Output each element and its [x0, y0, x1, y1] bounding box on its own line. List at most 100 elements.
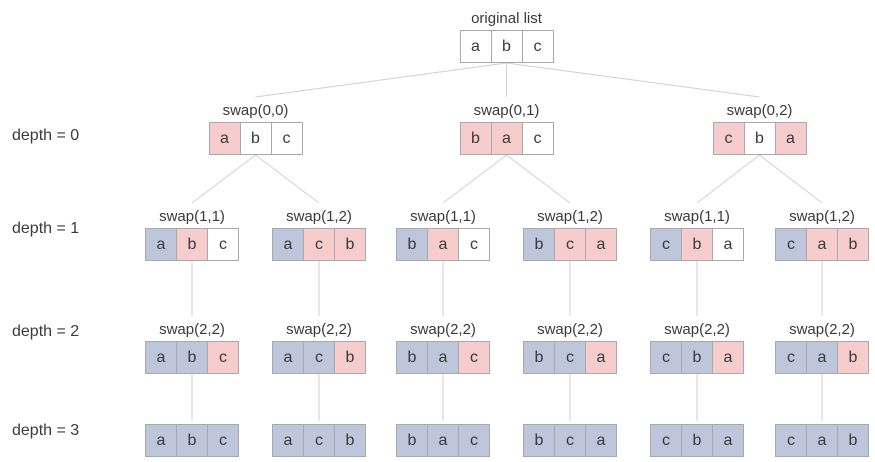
- tree-node-d0-2-label: swap(0,2): [726, 102, 793, 119]
- list-cell: b: [681, 228, 713, 261]
- tree-node-d0-0-label: swap(0,0): [222, 102, 289, 119]
- connector-line: [191, 154, 256, 204]
- list-cell: c: [775, 424, 807, 457]
- tree-node-d2-2-label: swap(2,2): [410, 321, 476, 338]
- list-cell: b: [239, 122, 272, 155]
- connector-line: [506, 154, 571, 204]
- list-cell: c: [207, 424, 239, 457]
- list-cell: c: [303, 341, 335, 374]
- list-cell: a: [145, 424, 177, 457]
- tree-node-d2-5-label: swap(2,2): [789, 321, 855, 338]
- list-cell: a: [806, 341, 838, 374]
- list-cell: b: [523, 228, 555, 261]
- list-cell: c: [303, 228, 335, 261]
- depth-label-2: depth = 2: [12, 323, 80, 340]
- list-cell: b: [176, 424, 208, 457]
- tree-node-d1-5-label: swap(1,2): [789, 208, 855, 225]
- list-cell: c: [458, 424, 490, 457]
- tree-node-d1-2-label: swap(1,1): [410, 208, 476, 225]
- list-cell: c: [650, 228, 682, 261]
- list-cell: b: [681, 341, 713, 374]
- tree-node-d1-3-label: swap(1,2): [537, 208, 603, 225]
- tree-node-d1-0-label: swap(1,1): [159, 208, 225, 225]
- list-cell: b: [176, 228, 208, 261]
- connector-line: [442, 154, 507, 204]
- list-cell: a: [806, 228, 838, 261]
- connector-line: [759, 154, 823, 204]
- list-cell: c: [650, 424, 682, 457]
- list-cell: a: [585, 341, 617, 374]
- list-cell: c: [270, 122, 303, 155]
- list-cell: c: [521, 122, 554, 155]
- list-cell: b: [396, 228, 428, 261]
- list-cell: b: [459, 122, 492, 155]
- tree-node-root-label: original list: [471, 10, 542, 27]
- list-cell: a: [585, 424, 617, 457]
- list-cell: a: [774, 122, 807, 155]
- list-cell: c: [712, 122, 745, 155]
- list-cell: a: [272, 341, 304, 374]
- list-cell: c: [207, 341, 239, 374]
- list-cell: c: [207, 228, 239, 261]
- list-cell: a: [712, 341, 744, 374]
- connector-line: [696, 154, 760, 204]
- list-cell: a: [145, 341, 177, 374]
- list-cell: a: [459, 30, 492, 63]
- list-cell: b: [334, 424, 366, 457]
- list-cell: a: [427, 424, 459, 457]
- tree-node-d0-1-label: swap(0,1): [473, 102, 540, 119]
- list-cell: b: [837, 228, 869, 261]
- list-cell: a: [712, 424, 744, 457]
- list-cell: a: [272, 228, 304, 261]
- connector-line: [506, 62, 760, 98]
- list-cell: b: [334, 341, 366, 374]
- depth-label-1: depth = 1: [12, 220, 80, 237]
- depth-label-0: depth = 0: [12, 127, 80, 144]
- list-cell: a: [272, 424, 304, 457]
- list-cell: b: [743, 122, 776, 155]
- list-cell: a: [585, 228, 617, 261]
- list-cell: a: [145, 228, 177, 261]
- list-cell: b: [837, 341, 869, 374]
- list-cell: a: [427, 228, 459, 261]
- list-cell: a: [712, 228, 744, 261]
- connector-line: [255, 154, 320, 204]
- list-cell: c: [650, 341, 682, 374]
- list-cell: b: [396, 341, 428, 374]
- list-cell: b: [523, 424, 555, 457]
- tree-node-d1-1-label: swap(1,2): [286, 208, 352, 225]
- list-cell: c: [554, 341, 586, 374]
- tree-node-d2-0-label: swap(2,2): [159, 321, 225, 338]
- list-cell: a: [806, 424, 838, 457]
- list-cell: b: [176, 341, 208, 374]
- tree-node-d2-4-label: swap(2,2): [664, 321, 730, 338]
- depth-label-3: depth = 3: [12, 422, 80, 439]
- list-cell: c: [554, 228, 586, 261]
- list-cell: b: [681, 424, 713, 457]
- list-cell: c: [303, 424, 335, 457]
- list-cell: a: [208, 122, 241, 155]
- list-cell: c: [775, 228, 807, 261]
- list-cell: c: [554, 424, 586, 457]
- list-cell: c: [458, 228, 490, 261]
- list-cell: b: [837, 424, 869, 457]
- list-cell: b: [490, 30, 523, 63]
